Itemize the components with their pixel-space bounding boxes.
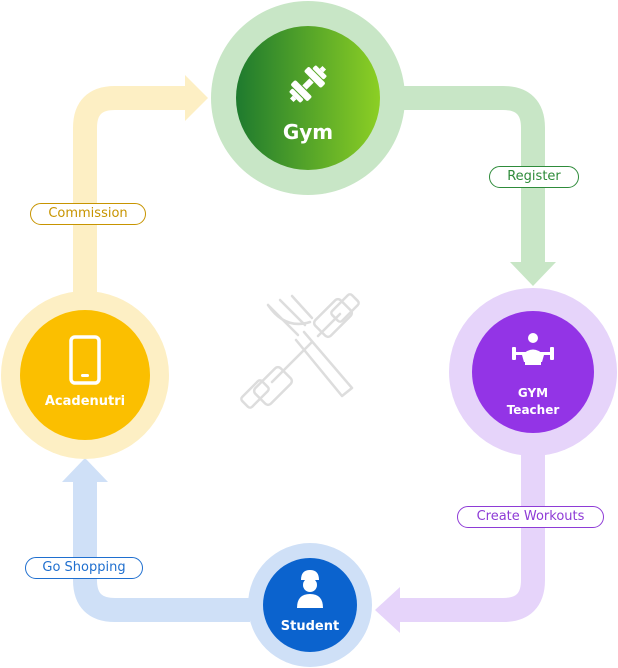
student-label: Student <box>280 619 340 634</box>
dumbbell-icon <box>289 65 327 103</box>
teacher-label-line1: GYM <box>517 386 549 400</box>
fork-dumbbell-watermark-icon <box>240 293 360 409</box>
teacher-label-line2: Teacher <box>506 403 560 417</box>
acadenutri-label: Acadenutri <box>44 394 126 409</box>
go-shopping-label: Go Shopping <box>25 557 143 579</box>
connector-teacher-to-student <box>375 455 545 633</box>
create-workouts-label: Create Workouts <box>457 506 604 528</box>
commission-label: Commission <box>30 203 146 225</box>
register-label: Register <box>489 166 579 188</box>
connector-app-to-gym <box>73 75 208 292</box>
weightlifter-icon <box>512 333 554 365</box>
node-student[interactable] <box>248 543 372 667</box>
gym-label: Gym <box>282 120 334 144</box>
student-icon <box>297 570 323 608</box>
smartphone-icon <box>69 335 101 385</box>
connector-gym-to-teacher <box>395 86 556 286</box>
node-acadenutri[interactable] <box>1 291 169 459</box>
node-gym[interactable] <box>211 1 405 195</box>
connector-student-to-app <box>62 458 250 622</box>
node-gym-teacher[interactable] <box>449 288 617 456</box>
